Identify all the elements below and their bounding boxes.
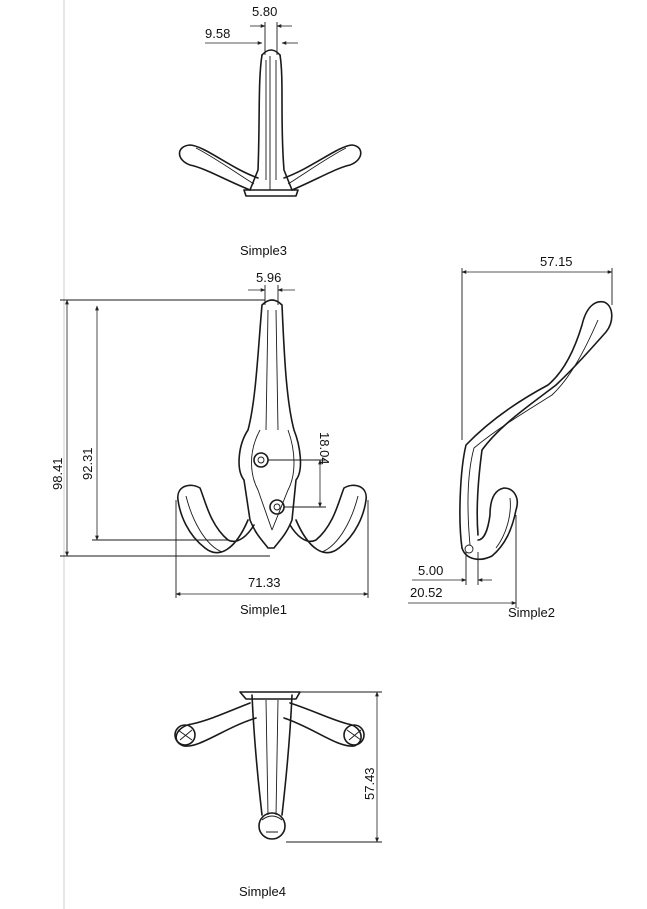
simple4-label: Simple4 [239, 884, 286, 899]
simple1-dim-width: 71.33 [248, 575, 281, 590]
simple3-dim-b: 9.58 [205, 26, 230, 41]
simple1-label: Simple1 [240, 602, 287, 617]
view-simple2: 57.15 5.00 20.52 Simple2 [408, 254, 613, 620]
simple1-dim-hole-spacing: 18.04 [317, 432, 332, 465]
view-simple1: 5.96 98.41 92.31 18.04 71.33 Simple1 [50, 270, 369, 617]
simple3-dim-a: 5.80 [252, 4, 277, 19]
simple2-dim-b: 20.52 [410, 585, 443, 600]
view-simple4: 57.43 Simple4 [174, 691, 382, 899]
simple2-dim-a: 5.00 [418, 563, 443, 578]
simple2-dim-width: 57.15 [540, 254, 573, 269]
simple1-dim-height-total: 98.41 [50, 457, 65, 490]
simple1-dim-height-inner: 92.31 [80, 447, 95, 480]
view-simple3: 5.80 9.58 Simple3 [178, 4, 362, 258]
simple2-label: Simple2 [508, 605, 555, 620]
simple3-label: Simple3 [240, 243, 287, 258]
simple1-dim-top: 5.96 [256, 270, 281, 285]
simple4-dim-height: 57.43 [362, 767, 377, 800]
